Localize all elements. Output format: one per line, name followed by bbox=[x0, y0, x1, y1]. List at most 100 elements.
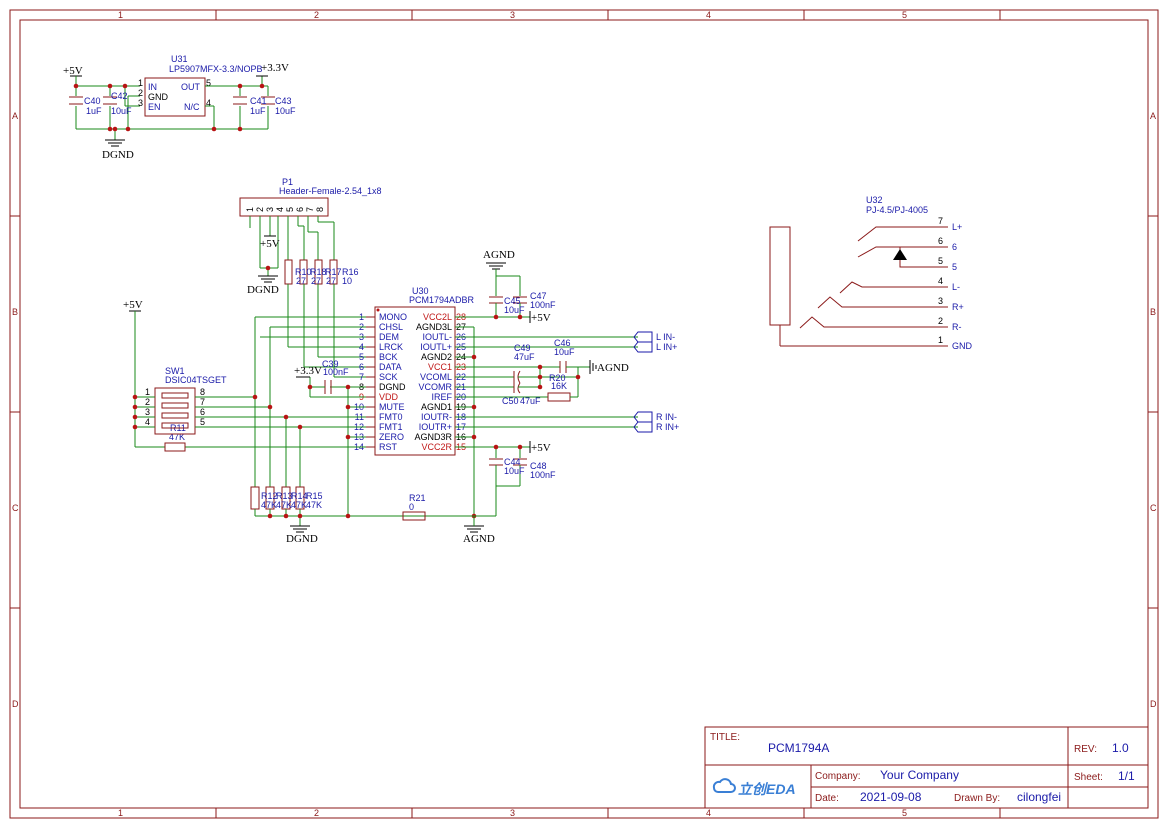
company-label: Company: bbox=[815, 771, 861, 782]
power-3v3-label: +3.3V bbox=[261, 62, 289, 74]
cap-ref: C42 bbox=[111, 91, 128, 101]
bottom-resistor-array: R12 47K R13 47K R14 47K R15 47K DGND bbox=[250, 486, 323, 545]
pin-number: 7 bbox=[200, 397, 205, 407]
pin-number: 8 bbox=[200, 387, 205, 397]
dgnd-label: DGND bbox=[247, 284, 279, 296]
cap-ref: C40 bbox=[84, 96, 101, 106]
u30-pin-name: IOUTL+ bbox=[420, 342, 452, 352]
row-label: C bbox=[12, 503, 19, 513]
u32-pin-name: GND bbox=[952, 341, 973, 351]
cap-value: 10uF bbox=[504, 466, 525, 476]
row-label: A bbox=[1150, 111, 1156, 121]
u32-pin-number: 7 bbox=[938, 216, 943, 226]
sw1-dip-switch-block: +5V R11 47K SW1 DSIC04TSGET 1 2 3 4 8 7 … bbox=[123, 299, 303, 452]
pin-number: 1 bbox=[145, 387, 150, 397]
cap-value: 10uF bbox=[554, 347, 575, 357]
agnd-label: AGND bbox=[483, 249, 515, 261]
pin-number: 4 bbox=[275, 207, 285, 212]
pin-number: 3 bbox=[265, 207, 275, 212]
net-label-l-minus: L IN- bbox=[656, 332, 675, 342]
u30-pin-name: DEM bbox=[379, 332, 399, 342]
pin-number: 2 bbox=[145, 397, 150, 407]
sw1-part: DSIC04TSGET bbox=[165, 375, 227, 385]
pin-number: 2 bbox=[138, 88, 143, 98]
power-5v-label: +5V bbox=[531, 312, 551, 324]
power-3v3-label: +3.3V bbox=[294, 365, 322, 377]
col-label: 5 bbox=[902, 808, 907, 818]
cap-value: 100nF bbox=[530, 470, 556, 480]
u31-ref: U31 bbox=[171, 54, 188, 64]
u30-pin-name: AGND2 bbox=[421, 352, 452, 362]
dgnd-label: DGND bbox=[286, 533, 318, 545]
u30-pin-name: VCOML bbox=[420, 372, 452, 382]
u31-pin-in: IN bbox=[148, 82, 157, 92]
u30-pin-number: 7 bbox=[359, 372, 364, 382]
u30-pin-name: MONO bbox=[379, 312, 407, 322]
u30-pin-number: 6 bbox=[359, 362, 364, 372]
resistor-value: 27 bbox=[296, 276, 306, 286]
cap-value: 100nF bbox=[323, 367, 349, 377]
pin-number: 6 bbox=[295, 207, 305, 212]
u31-part: LP5907MFX-3.3/NOPB bbox=[169, 64, 263, 74]
u31-pin-nc: N/C bbox=[184, 102, 200, 112]
pin-number: 1 bbox=[245, 207, 255, 212]
cap-ref: C41 bbox=[250, 96, 267, 106]
resistor-value: 47K bbox=[306, 500, 322, 510]
cap-ref: C39 bbox=[322, 359, 339, 369]
u30-pin-name: ZERO bbox=[379, 432, 404, 442]
u30-pin-name: MUTE bbox=[379, 402, 405, 412]
u30-pin-name: VCOMR bbox=[419, 382, 453, 392]
resistor-ref: R12 bbox=[261, 491, 278, 501]
net-label-l-plus: L IN+ bbox=[656, 342, 677, 352]
col-label: 5 bbox=[902, 10, 907, 20]
u30-pin-name: LRCK bbox=[379, 342, 403, 352]
row-label: D bbox=[12, 699, 19, 709]
u30-pin-name: AGND3L bbox=[416, 322, 452, 332]
cap-ref: C45 bbox=[504, 296, 521, 306]
net-label-r-minus: R IN- bbox=[656, 412, 677, 422]
title-block: TITLE: PCM1794A REV: 1.0 Company: Your C… bbox=[704, 726, 1149, 809]
u30-pin-name: VDD bbox=[379, 392, 399, 402]
power-5v-label: +5V bbox=[63, 65, 83, 77]
u30-pin-name: IREF bbox=[431, 392, 452, 402]
cap-ref: C43 bbox=[275, 96, 292, 106]
cap-value: 1uF bbox=[250, 106, 266, 116]
u30-ref: U30 bbox=[412, 286, 429, 296]
resistor-value: 27 bbox=[326, 276, 336, 286]
rev-label: REV: bbox=[1074, 744, 1097, 755]
u32-pin-name: 6 bbox=[952, 242, 957, 252]
page-title: PCM1794A bbox=[768, 741, 829, 755]
u32-pin-name: 5 bbox=[952, 262, 957, 272]
u30-pin-name: CHSL bbox=[379, 322, 403, 332]
cap-ref: C48 bbox=[530, 461, 547, 471]
u31-pin-out: OUT bbox=[181, 82, 201, 92]
company-value: Your Company bbox=[880, 768, 959, 782]
u32-pin-number: 6 bbox=[938, 236, 943, 246]
u30-pin-name: FMT1 bbox=[379, 422, 403, 432]
resistor-ref: R15 bbox=[306, 491, 323, 501]
u32-pin-number: 4 bbox=[938, 276, 943, 286]
u30-pin-name: VCC1 bbox=[428, 362, 452, 372]
u30-pin-name: SCK bbox=[379, 372, 398, 382]
power-5v-label: +5V bbox=[531, 442, 551, 454]
cap-value: 1uF bbox=[86, 106, 102, 116]
drawn-by-label: Drawn By: bbox=[954, 793, 1000, 804]
pin-number: 6 bbox=[200, 407, 205, 417]
resistor-value: 47K bbox=[276, 500, 292, 510]
power-5v-label: +5V bbox=[123, 299, 143, 311]
pin-number: 8 bbox=[315, 207, 325, 212]
sheet-label: Sheet: bbox=[1074, 772, 1103, 783]
u30-pin-name: FMT0 bbox=[379, 412, 403, 422]
u30-pin-name: IOUTR- bbox=[421, 412, 452, 422]
resistor-ref: R17 bbox=[325, 267, 342, 277]
u32-pin-name: R+ bbox=[952, 302, 964, 312]
u30-pin-name: VCC2R bbox=[421, 442, 452, 452]
u30-pin-name: DATA bbox=[379, 362, 402, 372]
resistor-ref: R16 bbox=[342, 267, 359, 277]
dgnd-label: DGND bbox=[102, 149, 134, 161]
resistor-value: 10 bbox=[342, 276, 352, 286]
u31-regulator-block: +5V DGND C40 1uF C42 10uF U31 LP5907MFX-… bbox=[63, 54, 296, 161]
resistor-value: 47K bbox=[169, 432, 185, 442]
